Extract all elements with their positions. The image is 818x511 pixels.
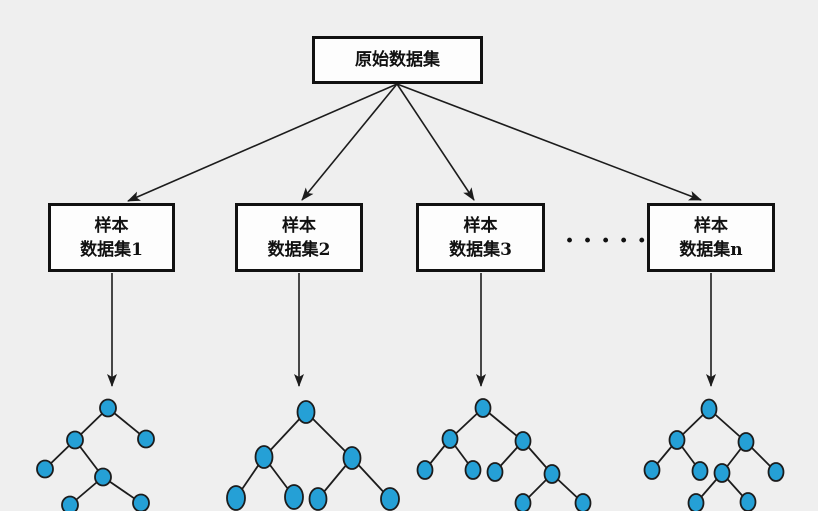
sample-dataset-box-1: 样本 数据集1 <box>48 203 175 272</box>
sample-box-3-line2: 数据集3 <box>449 239 512 260</box>
tree-node <box>66 430 84 450</box>
sample-box-3-line1: 样本 <box>463 215 498 236</box>
arrow <box>127 83 398 202</box>
tree-node <box>543 464 561 484</box>
tree-node <box>700 398 718 420</box>
tree-node <box>342 446 362 470</box>
sample-box-1-line1: 样本 <box>94 215 129 236</box>
tree-node <box>767 462 785 482</box>
tree-node <box>486 462 504 482</box>
tree-node <box>737 432 755 452</box>
tree-node <box>574 493 592 511</box>
tree-3 <box>416 398 592 511</box>
tree-node <box>296 400 316 424</box>
tree-edge <box>305 411 353 459</box>
original-dataset-label: 原始数据集 <box>355 50 440 70</box>
tree-n <box>643 398 785 511</box>
tree-node <box>61 495 79 511</box>
tree-node <box>99 398 117 418</box>
tree-node <box>514 431 532 451</box>
sample-box-n-line1: 样本 <box>694 215 728 236</box>
tree-node <box>687 493 705 511</box>
tree-node <box>416 460 434 480</box>
arrow <box>396 83 475 201</box>
arrow <box>396 83 702 201</box>
sample-box-2-line2: 数据集2 <box>267 239 331 260</box>
sample-box-n-line2: 数据集n <box>679 239 743 260</box>
sample-box-1-line2: 数据集1 <box>80 239 143 260</box>
tree-node <box>137 429 155 449</box>
tree-node <box>713 463 731 483</box>
tree-2 <box>226 400 400 511</box>
tree-node <box>464 460 482 480</box>
sample-dataset-box-n: 样本 数据集n <box>647 203 775 272</box>
tree-1 <box>36 398 155 511</box>
tree-node <box>284 484 304 510</box>
tree-node <box>94 467 112 487</box>
tree-node <box>668 430 686 450</box>
tree-node <box>226 485 246 511</box>
tree-node <box>36 459 54 479</box>
arrow <box>301 83 398 201</box>
tree-node <box>691 461 709 481</box>
tree-node <box>643 460 661 480</box>
tree-node <box>739 492 757 511</box>
original-dataset-box: 原始数据集 <box>312 36 483 84</box>
tree-node <box>254 445 274 469</box>
sample-box-2-line1: 样本 <box>282 215 316 236</box>
sample-dataset-box-2: 样本 数据集2 <box>235 203 363 272</box>
ellipsis-dots: ····· <box>565 226 656 256</box>
sample-dataset-box-3: 样本 数据集3 <box>416 203 545 272</box>
tree-node <box>132 493 150 511</box>
tree-node <box>308 487 328 511</box>
tree-node <box>380 487 400 511</box>
tree-node <box>474 398 492 418</box>
tree-node <box>514 493 532 511</box>
tree-node <box>441 429 459 449</box>
